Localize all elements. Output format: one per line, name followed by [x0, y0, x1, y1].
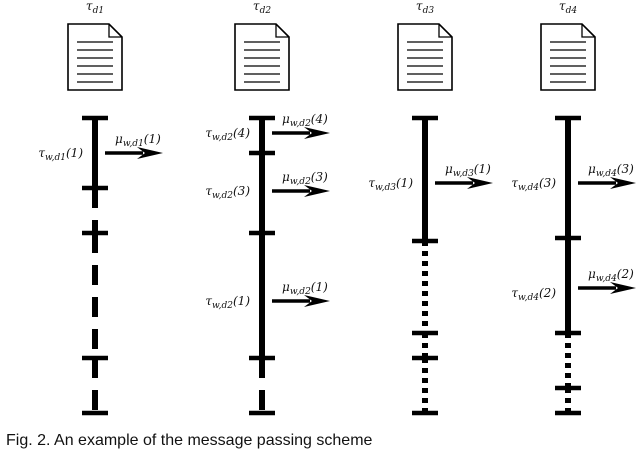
message-label-d1-1: μw,d1(1) [115, 132, 161, 149]
message-label-d4-1: μw,d4(3) [588, 162, 634, 179]
recv-label-d2-2: τw,d2(3) [205, 184, 250, 201]
recv-label-d4-1: τw,d4(3) [511, 176, 556, 193]
column-title-d1: τd1 [86, 0, 104, 16]
document-icon-d3-fold [438, 24, 452, 38]
recv-label-d3-1: τw,d3(1) [368, 176, 413, 193]
recv-label-d2-1: τw,d2(4) [205, 126, 250, 143]
message-arrowhead-d2-3 [304, 295, 330, 307]
recv-label-d1-1: τw,d1(1) [38, 146, 83, 163]
message-arrowhead-d1-1 [137, 147, 163, 159]
message-label-d4-2: μw,d4(2) [588, 267, 634, 284]
document-icon-d1-fold [108, 24, 122, 38]
document-icon-d4 [540, 23, 596, 91]
message-arrowhead-d4-2 [610, 282, 636, 294]
recv-label-d4-2: τw,d4(2) [511, 286, 556, 303]
column-title-d4: τd4 [559, 0, 577, 16]
recv-label-d2-3: τw,d2(1) [205, 294, 250, 311]
message-label-d2-1: μw,d2(4) [282, 112, 328, 129]
message-arrowhead-d2-2 [304, 185, 330, 197]
message-label-d2-2: μw,d2(3) [282, 170, 328, 187]
document-icon-d2 [234, 23, 290, 91]
column-title-d2: τd2 [253, 0, 271, 16]
message-arrowhead-d4-1 [610, 177, 636, 189]
message-label-d3-1: μw,d3(1) [445, 162, 491, 179]
document-icon-d1 [67, 23, 123, 91]
message-arrowhead-d3-1 [467, 177, 493, 189]
document-icon-d3 [397, 23, 453, 91]
figure-caption: Fig. 2. An example of the message passin… [6, 432, 373, 449]
message-arrowhead-d2-1 [304, 127, 330, 139]
document-icon-d4-fold [581, 24, 595, 38]
message-label-d2-3: μw,d2(1) [282, 280, 328, 297]
document-icon-d2-fold [275, 24, 289, 38]
column-title-d3: τd3 [416, 0, 434, 16]
